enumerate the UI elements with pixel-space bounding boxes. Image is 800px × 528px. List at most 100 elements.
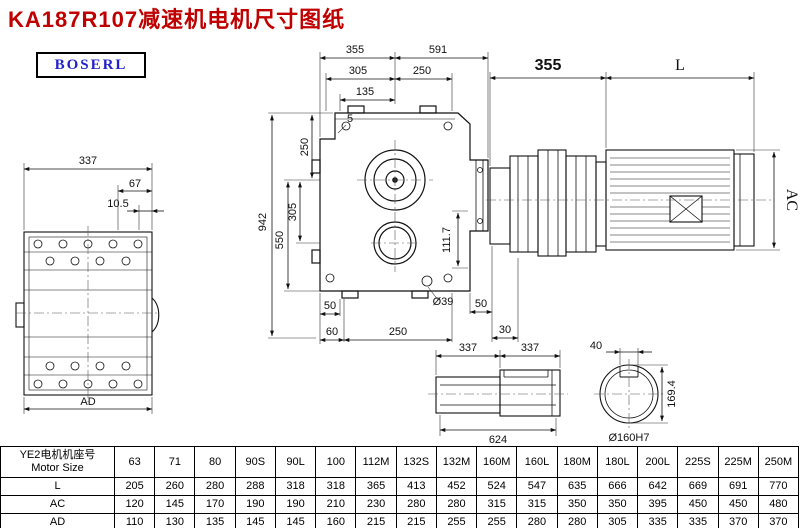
page-title: KA187R107减速机电机尺寸图纸	[8, 7, 346, 32]
motor-size-col: 71	[154, 446, 196, 478]
front-view-body	[15, 231, 160, 396]
dim-section-169-4: 169.4	[666, 380, 678, 408]
table-cell: 215	[395, 513, 437, 528]
section-view-dims	[606, 348, 668, 424]
brand-logo: BOSERL	[36, 52, 146, 78]
dim-main-250-left: 250	[299, 138, 311, 156]
table-cell: 255	[435, 513, 478, 528]
table-cell: 110	[113, 513, 156, 528]
table-cell: 145	[274, 513, 317, 528]
table-cell: 642	[637, 477, 679, 496]
table-cell: 315	[516, 495, 558, 514]
dim-section-dia160: Ø160H7	[609, 432, 650, 444]
table-cell: 145	[234, 513, 276, 528]
dim-front-ad: AD	[80, 396, 95, 408]
dim-main-305-top: 305	[349, 65, 367, 77]
table-cell: 691	[717, 477, 759, 496]
table-cell: 413	[395, 477, 437, 496]
motor-size-col: 160L	[516, 446, 558, 478]
motor-size-col: 200L	[637, 446, 679, 478]
dim-main-5: 5	[347, 113, 353, 125]
motor-size-col: 112M	[355, 446, 397, 478]
motor-size-col: 90S	[234, 446, 276, 478]
dim-main-30: 30	[499, 324, 511, 336]
motor-size-col: 250M	[757, 446, 800, 478]
front-view-centerlines	[16, 226, 160, 402]
row-label: L	[0, 477, 115, 496]
dim-main-50-right: 50	[475, 298, 487, 310]
table-cell: 450	[717, 495, 759, 514]
dim-section-40: 40	[590, 340, 602, 352]
table-cell: 255	[476, 513, 518, 528]
table-cell: 280	[395, 495, 437, 514]
dim-main-111-7: 111.7	[441, 227, 453, 253]
motor-size-col: 100	[315, 446, 357, 478]
table-cell: 210	[315, 495, 357, 514]
table-cell: 547	[516, 477, 558, 496]
dim-front-10-5: 10.5	[107, 198, 128, 210]
table-cell: 450	[677, 495, 719, 514]
table-cell: 280	[556, 513, 598, 528]
table-cell: 335	[677, 513, 719, 528]
main-view-centerlines	[357, 140, 433, 272]
table-cell: 770	[757, 477, 800, 496]
table-cell: 145	[154, 495, 196, 514]
table-cell: 370	[757, 513, 800, 528]
dim-main-135: 135	[356, 86, 374, 98]
dim-motor-ac: AC	[783, 189, 800, 211]
dim-main-355: 355	[346, 44, 364, 56]
dim-motor-355: 355	[535, 57, 562, 74]
table-cell: 190	[274, 495, 317, 514]
motor-view-body	[489, 149, 755, 257]
table-cell: 480	[757, 495, 800, 514]
motor-size-col: 90L	[274, 446, 317, 478]
dim-main-942: 942	[257, 213, 269, 231]
table-cell: 230	[355, 495, 397, 514]
table-cell: 205	[113, 477, 156, 496]
table-cell: 635	[556, 477, 598, 496]
table-cell: 170	[194, 495, 236, 514]
dim-shaft-624: 624	[489, 434, 507, 446]
motor-size-col: 132M	[435, 446, 478, 478]
dim-motor-l: L	[675, 57, 685, 74]
main-view-dims	[268, 52, 519, 344]
table-cell: 315	[476, 495, 518, 514]
dim-main-550: 550	[274, 231, 286, 249]
row-label: AD	[0, 513, 115, 528]
row-label: AC	[0, 495, 115, 514]
brand-logo-text: BOSERL	[54, 57, 128, 73]
table-cell: 318	[315, 477, 357, 496]
dim-main-305-left: 305	[287, 203, 299, 221]
table-cell: 365	[355, 477, 397, 496]
dim-main-591: 591	[429, 44, 447, 56]
motor-size-col: 225M	[717, 446, 759, 478]
dim-main-250-bottom: 250	[389, 326, 407, 338]
technical-drawing: 337 67 10.5 AD	[15, 44, 800, 446]
motor-size-col: 225S	[677, 446, 719, 478]
table-cell: 666	[596, 477, 639, 496]
table-cell: 280	[194, 477, 236, 496]
table-cell: 135	[194, 513, 236, 528]
dim-main-dia39: Ø39	[433, 296, 454, 308]
table-cell: 260	[154, 477, 196, 496]
dim-front-67: 67	[129, 178, 141, 190]
motor-view-dims	[489, 72, 780, 251]
dim-main-60: 60	[326, 326, 338, 338]
shaft-view-dims	[435, 350, 561, 436]
table-cell: 215	[355, 513, 397, 528]
section-view-centerlines	[594, 359, 664, 429]
motor-size-col: 132S	[395, 446, 437, 478]
dim-front-337: 337	[79, 155, 97, 167]
motor-size-col: 80	[194, 446, 236, 478]
table-cell: 120	[113, 495, 156, 514]
table-cell: 130	[154, 513, 196, 528]
table-cell: 160	[315, 513, 357, 528]
motor-size-col: 63	[113, 446, 156, 478]
